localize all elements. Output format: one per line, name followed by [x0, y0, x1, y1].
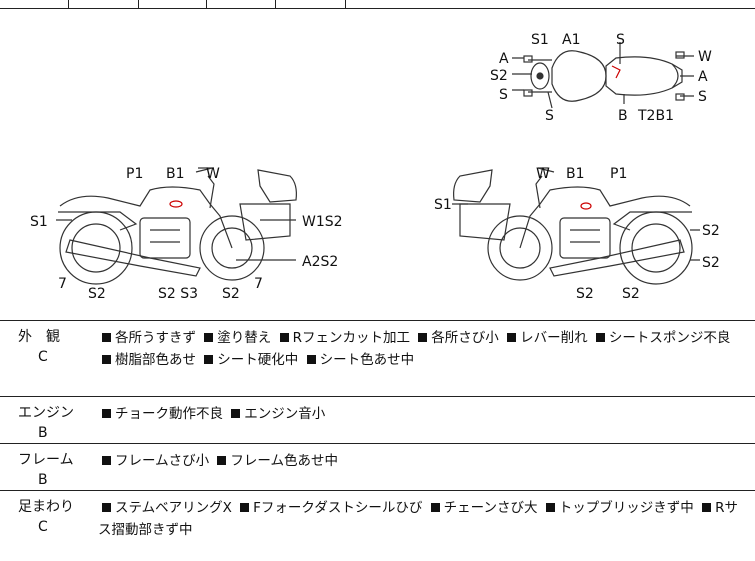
label-s-right: S	[698, 89, 707, 105]
label-s-left: S	[499, 87, 508, 103]
condition-item: シート硬化中	[217, 352, 299, 368]
condition-row-frame: フレーム B フレームさび小 フレーム色あせ中	[0, 444, 755, 491]
row-grade: B	[38, 472, 48, 488]
label-s1-left: S1	[30, 214, 48, 230]
damage-mark	[611, 65, 621, 79]
bullet-square-icon	[507, 333, 517, 342]
label-s1-right: S1	[434, 197, 452, 213]
top-cell-divider	[138, 0, 139, 8]
top-cell-divider	[345, 0, 346, 8]
label-s2-right-a: S2	[576, 286, 594, 302]
condition-row-suspension: 足まわり C ステムベアリングX Fフォークダストシールひび チェーンさび大 ト…	[0, 491, 755, 561]
row-items: 各所うすきず 塗り替え Rフェンカット加工 各所さび小 レバー削れ シートスポン…	[98, 327, 750, 371]
top-cell-divider	[275, 0, 276, 8]
label-b1-right: B1	[566, 166, 585, 182]
row-category: フレーム	[18, 452, 74, 468]
label-t2b1: T2B1	[637, 108, 674, 124]
motorcycle-diagram: S1 A1 S A S2 S S B T2B1 W A S P1 B1 W S1…	[30, 32, 720, 302]
label-w-right-side: W	[536, 166, 550, 182]
bullet-square-icon	[102, 503, 111, 512]
label-w-right: W	[698, 49, 712, 65]
condition-item: エンジン音小	[244, 406, 326, 422]
label-a-right: A	[698, 69, 708, 85]
condition-item: ステムベアリングX	[115, 500, 232, 516]
condition-item: チョーク動作不良	[115, 406, 223, 422]
condition-item: レバー削れ	[520, 330, 588, 346]
bullet-square-icon	[545, 503, 555, 512]
bullet-square-icon	[217, 456, 227, 465]
bullet-square-icon	[702, 503, 712, 512]
top-view-bike	[523, 50, 685, 109]
label-w1s2: W1S2	[302, 214, 343, 230]
label-s1-top: S1	[531, 32, 549, 48]
left-side-bike	[58, 167, 297, 285]
condition-item: Rフェンカット加工	[292, 330, 410, 346]
label-s-bottom: S	[545, 108, 554, 124]
bullet-square-icon	[418, 333, 428, 342]
condition-item: 各所さび小	[431, 330, 499, 346]
condition-item: フレーム色あせ中	[230, 453, 339, 469]
right-side-bike	[453, 167, 693, 285]
top-cell-divider	[68, 0, 69, 8]
condition-item: シート色あせ中	[319, 352, 415, 368]
label-s2-left: S2	[490, 68, 508, 84]
row-category: 外 観	[18, 329, 60, 345]
condition-item: 各所うすきず	[115, 330, 196, 346]
label-s2-right-b: S2	[622, 286, 640, 302]
bullet-square-icon	[231, 409, 241, 418]
label-s2-left-a: S2	[88, 286, 106, 302]
label-s2-left-b: S2	[222, 286, 240, 302]
top-table-strip	[0, 0, 755, 9]
bullet-square-icon	[102, 456, 111, 465]
leader-lines	[56, 42, 700, 261]
label-s2s3: S2 S3	[158, 286, 198, 302]
label-b: B	[618, 108, 628, 124]
top-cell-divider	[206, 0, 207, 8]
bullet-square-icon	[204, 355, 214, 364]
row-category: エンジン	[18, 405, 74, 421]
condition-item: 塗り替え	[217, 330, 272, 346]
label-p1-right: P1	[610, 166, 627, 182]
condition-item: トップブリッジきず中	[558, 500, 694, 516]
row-items: チョーク動作不良 エンジン音小	[98, 403, 750, 425]
label-a1: A1	[562, 32, 580, 48]
row-grade: B	[38, 425, 48, 441]
bullet-square-icon	[240, 503, 250, 512]
condition-item: 樹脂部色あせ	[115, 352, 196, 368]
label-a-left: A	[499, 51, 509, 67]
bullet-square-icon	[306, 355, 316, 364]
label-7-left: 7	[58, 276, 67, 292]
row-items: ステムベアリングX Fフォークダストシールひび チェーンさび大 トップブリッジき…	[98, 497, 750, 541]
bullet-square-icon	[595, 333, 605, 342]
condition-item: シートスポンジ不良	[608, 330, 731, 346]
label-b1-left: B1	[166, 166, 185, 182]
bullet-square-icon	[102, 355, 111, 364]
bullet-square-icon	[102, 333, 111, 342]
label-s2-right-1: S2	[702, 223, 720, 239]
bullet-square-icon	[430, 503, 440, 512]
condition-row-exterior: 外 観 C 各所うすきず 塗り替え Rフェンカット加工 各所さび小 レバー削れ …	[0, 321, 755, 397]
label-w-left: W	[206, 166, 220, 182]
condition-item: Fフォークダストシールひび	[253, 500, 423, 516]
label-s2-right-2: S2	[702, 255, 720, 271]
row-items: フレームさび小 フレーム色あせ中	[98, 450, 750, 472]
label-a2s2: A2S2	[302, 254, 338, 270]
condition-item: Rサス摺動部きず中	[98, 500, 738, 538]
label-p1-left: P1	[126, 166, 143, 182]
damage-diagram: S1 A1 S A S2 S S B T2B1 W A S P1 B1 W S1…	[0, 8, 755, 321]
bullet-square-icon	[204, 333, 214, 342]
condition-item: フレームさび小	[115, 453, 210, 469]
condition-row-engine: エンジン B チョーク動作不良 エンジン音小	[0, 397, 755, 444]
row-grade: C	[38, 519, 48, 535]
label-s-top: S	[616, 32, 625, 48]
bullet-square-icon	[102, 409, 111, 418]
bullet-square-icon	[279, 333, 289, 342]
row-grade: C	[38, 349, 48, 365]
row-category: 足まわり	[18, 499, 74, 515]
condition-item: チェーンさび大	[443, 500, 538, 516]
label-7-right: 7	[254, 276, 263, 292]
